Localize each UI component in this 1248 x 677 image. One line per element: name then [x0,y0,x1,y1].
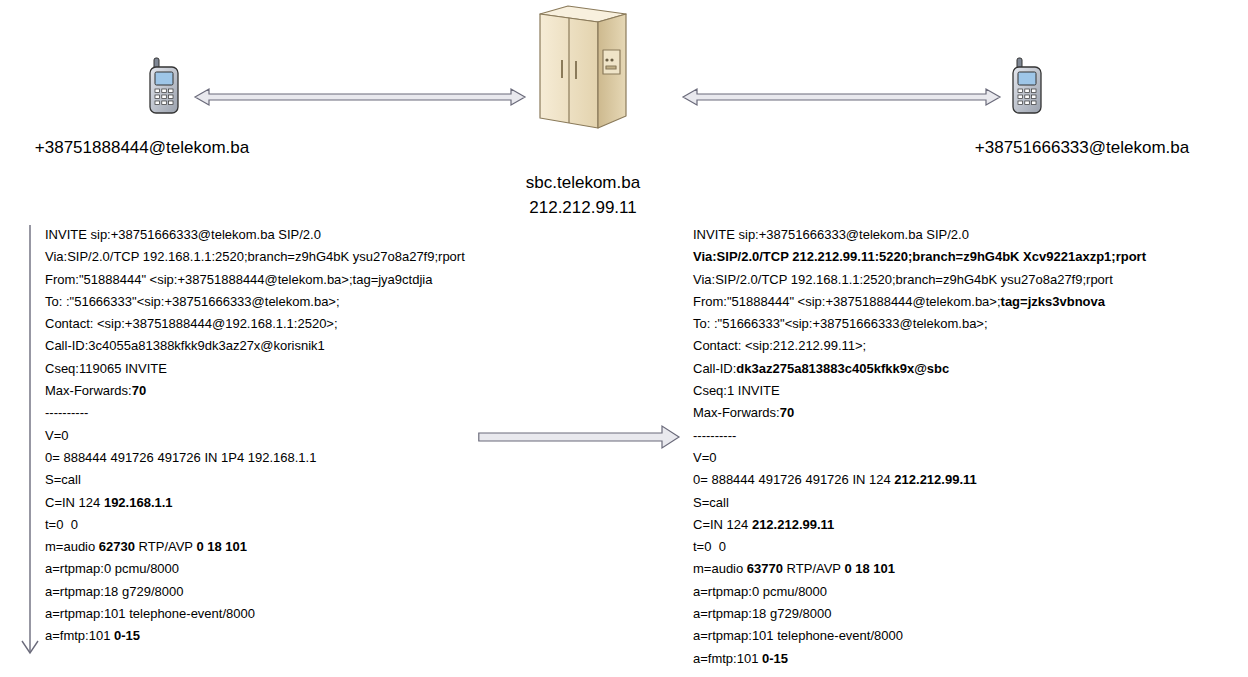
server-node: sbc.telekom.ba212.212.99.11 [540,6,626,128]
sip-header-line: Via:SIP/2.0/TCP 192.168.1.1:2520;branch=… [45,246,465,268]
bold-part: 0-15 [114,628,140,643]
sip-header-line: C=IN 124 212.212.99.11 [693,514,1146,536]
sip-header-line: INVITE sip:+38751666333@telekom.ba SIP/2… [693,224,1146,246]
sip-header-line: C=IN 124 192.168.1.1 [45,492,465,514]
sip-header-line: m=audio 62730 RTP/AVP 0 18 101 [45,536,465,558]
sip-header-line: a=rtpmap:0 pcmu/8000 [693,581,1146,603]
sip-header-line: a=rtpmap:101 telephone-event/8000 [693,625,1146,647]
sip-header-line: To: :"51666333"<sip:+38751666333@telekom… [45,291,465,313]
node-label: +38751888444@telekom.ba [35,138,249,158]
sip-header-line: 0= 888444 491726 491726 IN 124 212.212.9… [693,469,1146,491]
bold-part: 192.168.1.1 [104,495,173,510]
sip-header-line: Cseq:1 INVITE [693,380,1146,402]
bold-part: 212.212.99.11 [894,472,976,487]
phone-icon [1013,58,1041,113]
bold-part: 70 [780,405,794,420]
bold-part: dk3az275a813883c405kfkk9x@sbc [736,361,949,376]
node-label: +38751666333@telekom.ba [975,138,1189,158]
sip-header-line: 0= 888444 491726 491726 IN 1P4 192.168.1… [45,447,465,469]
sip-header-line: V=0 [693,447,1146,469]
block-arrow [683,89,1000,105]
bold-part: 70 [132,383,146,398]
sip-header-line: Call-ID:dk3az275a813883c405kfkk9x@sbc [693,358,1146,380]
sip-header-line: a=rtpmap:18 g729/8000 [693,603,1146,625]
sip-header-line: ---------- [45,402,465,424]
sip-header-line: S=call [693,492,1146,514]
sip-header-line: Contact: <sip:212.212.99.11>; [693,335,1146,357]
node-label: sbc.telekom.ba [526,173,640,193]
sip-header-line: To: :"51666333"<sip:+38751666333@telekom… [693,313,1146,335]
bold-part: 0 18 101 [196,539,247,554]
sip-header-line: t=0 0 [693,536,1146,558]
server-icon [540,6,626,128]
block-arrow [479,426,679,448]
sip-header-line: a=rtpmap:101 telephone-event/8000 [45,603,465,625]
phone-node: +38751888444@telekom.ba [145,58,183,114]
sip-header-line: S=call [45,469,465,491]
sip-header-line: INVITE sip:+38751666333@telekom.ba SIP/2… [45,224,465,246]
sip-header-line: a=fmtp:101 0-15 [45,625,465,647]
sip-header-line: Call-ID:3c4055a81388kfkk9dk3az27x@korisn… [45,335,465,357]
sip-header-line: a=fmtp:101 0-15 [693,648,1146,670]
sip-header-line: Via:SIP/2.0/TCP 192.168.1.1:2520;branch=… [693,269,1146,291]
bold-part: 0-15 [762,651,788,666]
sip-message: INVITE sip:+38751666333@telekom.ba SIP/2… [43,224,467,648]
sip-header-line: t=0 0 [45,514,465,536]
time-arrow [22,225,38,653]
sip-header-line: m=audio 63770 RTP/AVP 0 18 101 [693,558,1146,580]
bold-part: 62730 [99,539,135,554]
sip-header-line: Contact: <sip:+38751888444@192.168.1.1:2… [45,313,465,335]
sip-header-line: From:"51888444" <sip:+38751888444@teleko… [693,291,1146,313]
sip-header-line: V=0 [45,425,465,447]
phone-node: +38751666333@telekom.ba [1008,58,1046,114]
bold-part: 212.212.99.11 [752,517,834,532]
sip-header-line: From:"51888444" <sip:+38751888444@teleko… [45,269,465,291]
sip-header-line: Max-Forwards:70 [693,402,1146,424]
block-arrow [195,89,525,105]
sip-header-line: ---------- [693,425,1146,447]
sip-header-line: a=rtpmap:18 g729/8000 [45,581,465,603]
sip-header-line: Max-Forwards:70 [45,380,465,402]
phone-icon [150,58,178,113]
sip-header-line: Cseq:119065 INVITE [45,358,465,380]
bold-part: 63770 [747,561,783,576]
sip-header-line: Via:SIP/2.0/TCP 212.212.99.11:5220;branc… [693,246,1146,268]
sip-message: INVITE sip:+38751666333@telekom.ba SIP/2… [691,224,1148,670]
node-label: 212.212.99.11 [529,198,636,218]
sip-header-line: a=rtpmap:0 pcmu/8000 [45,558,465,580]
bold-part: Via:SIP/2.0/TCP 212.212.99.11:5220;branc… [693,249,1146,264]
bold-part: tag=jzks3vbnova [1001,294,1105,309]
bold-part: 0 18 101 [844,561,895,576]
